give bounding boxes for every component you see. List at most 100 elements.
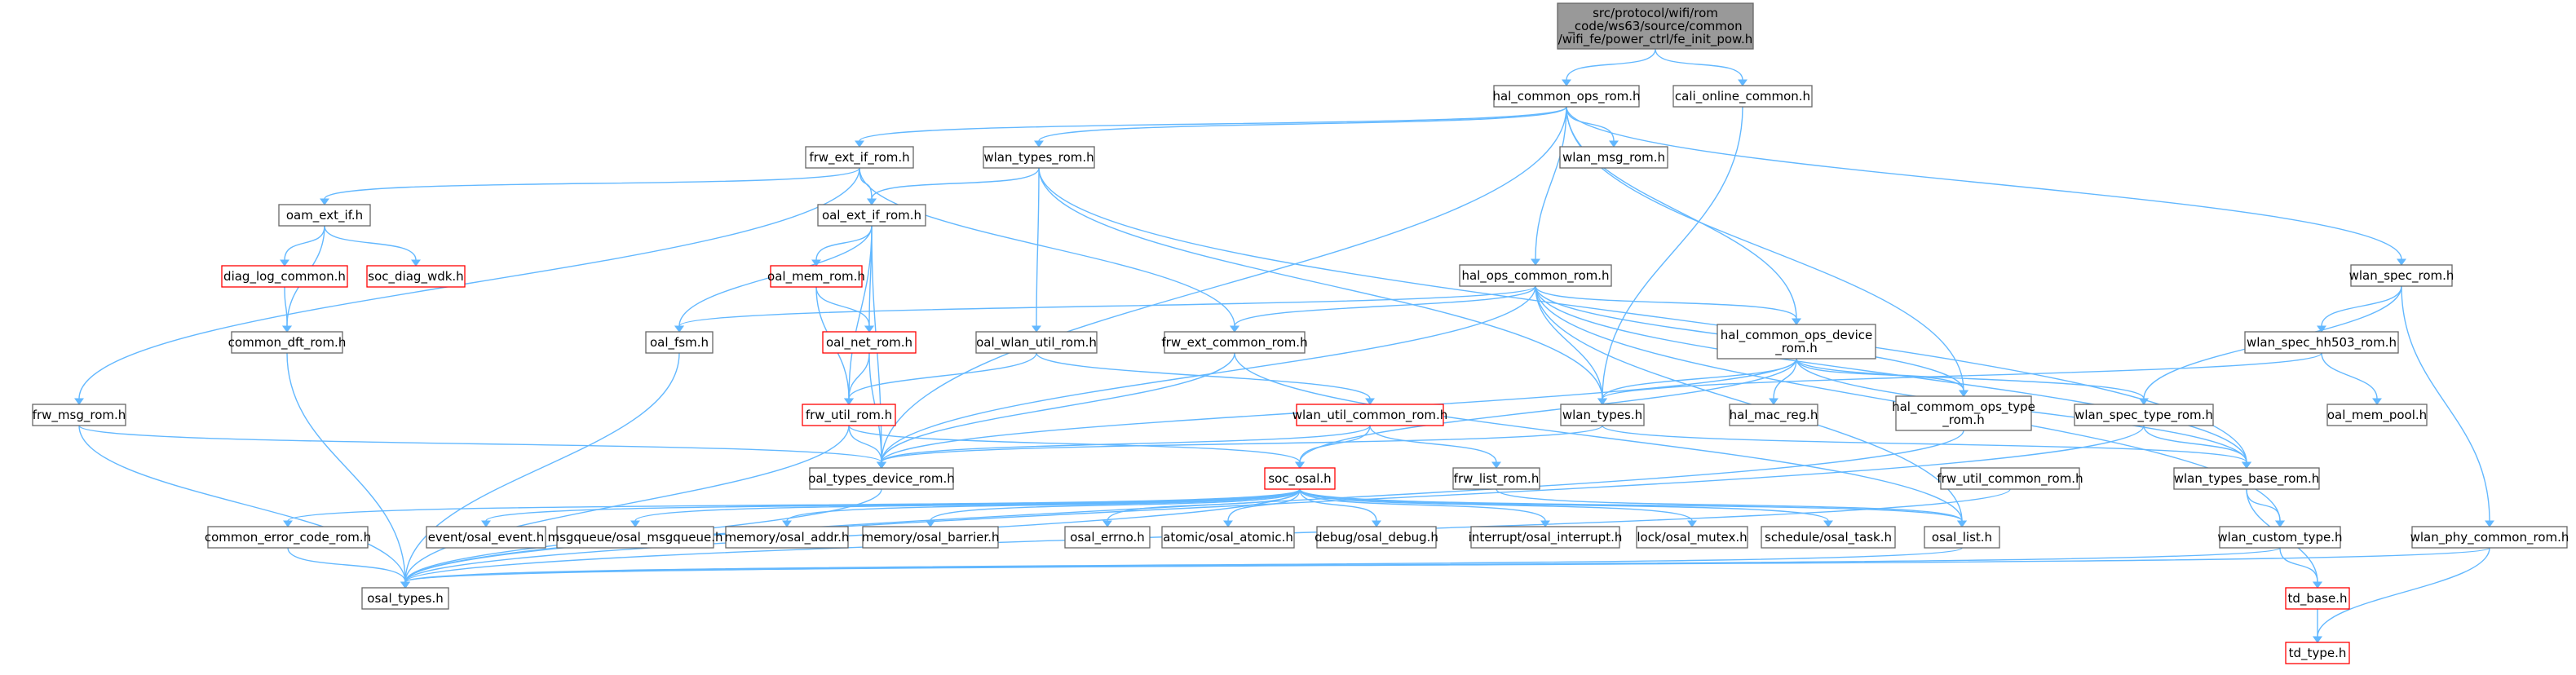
edge-soc-osal-to-osal-atomic [1223, 488, 1301, 527]
node-oam-ext-if[interactable]: oam_ext_if.h [278, 204, 371, 227]
node-box [2219, 526, 2341, 549]
node-label: frw_msg_rom.h [33, 408, 126, 423]
edge-soc-osal-to-osal-mutex [1299, 488, 1697, 527]
node-oal-wlan-util-rom[interactable]: oal_wlan_util_rom.h [975, 331, 1098, 354]
node-hal-mac-reg[interactable]: hal_mac_reg.h [1729, 404, 1818, 426]
node-label: oal_mem_rom.h [767, 269, 865, 285]
node-wlan-phy-common-rom[interactable]: wlan_phy_common_rom.h [2410, 526, 2569, 549]
edge-oam-ext-if-to-diag-log-common [280, 225, 325, 267]
edge-frw-ext-if-rom-to-oam-ext-if [320, 167, 860, 205]
node-osal-task[interactable]: schedule/osal_task.h [1761, 526, 1896, 549]
node-hal-ops-common-rom[interactable]: hal_ops_common_rom.h [1459, 264, 1612, 287]
node-label: interrupt/osal_interrupt.h [1469, 530, 1623, 545]
node-soc-osal[interactable]: soc_osal.h [1264, 467, 1336, 490]
node-osal-debug[interactable]: debug/osal_debug.h [1315, 526, 1438, 549]
edge-hal-ops-common-rom-to-hal-common-ops-device-rom [1535, 285, 1801, 325]
node-wlan-spec-rom[interactable]: wlan_spec_rom.h [2349, 264, 2454, 287]
node-td-type[interactable]: td_type.h [2285, 642, 2350, 664]
edge-oal-wlan-util-rom-to-wlan-util-common-rom [1036, 352, 1375, 405]
node-label: hal_commom_ops_type [1892, 399, 2035, 415]
node-oal-ext-if-rom[interactable]: oal_ext_if_rom.h [817, 204, 926, 227]
node-box [2285, 642, 2350, 664]
node-osal-msgqueue[interactable]: msgqueue/osal_msgqueue.h [547, 526, 723, 549]
node-osal-list[interactable]: osal_list.h [1924, 526, 2000, 549]
node-box [32, 404, 126, 426]
node-frw-util-common-rom[interactable]: frw_util_common_rom.h [1937, 467, 2083, 490]
node-common-dft-rom[interactable]: common_dft_rom.h [228, 331, 347, 354]
node-box [862, 526, 999, 549]
node-osal-mutex[interactable]: lock/osal_mutex.h [1636, 526, 1748, 549]
edge-wlan-spec-rom-to-wlan-phy-common-rom [2401, 285, 2494, 527]
node-box [2285, 587, 2350, 610]
node-wlan-custom-type[interactable]: wlan_custom_type.h [2217, 526, 2343, 549]
edge-wlan-spec-hh503-rom-to-wlan-types [1597, 352, 2322, 405]
node-box [278, 204, 371, 227]
node-wlan-spec-hh503-rom[interactable]: wlan_spec_hh503_rom.h [2244, 331, 2399, 354]
node-label: frw_list_rom.h [1454, 471, 1540, 487]
node-common-error-code-rom[interactable]: common_error_code_rom.h [205, 526, 371, 549]
node-hal-common-ops-device-rom[interactable]: hal_common_ops_device_rom.h [1717, 324, 1876, 360]
node-osal-interrupt[interactable]: interrupt/osal_interrupt.h [1469, 526, 1623, 549]
node-box [1459, 264, 1612, 287]
node-label: cali_online_common.h [1675, 89, 1810, 104]
edge-hal-common-ops-device-rom-to-wlan-spec-type-rom [1796, 358, 2149, 405]
node-soc-diag-wdk[interactable]: soc_diag_wdk.h [366, 265, 466, 288]
node-box [1717, 324, 1876, 360]
edge-wlan-types-rom-to-oal-wlan-util-rom [1032, 167, 1041, 333]
edge-wlan-custom-type-to-td-base [2279, 547, 2322, 589]
nodes-layer: src/protocol/wifi/rom_code/ws63/source/c… [32, 2, 2569, 664]
node-osal-errno[interactable]: osal_errno.h [1064, 526, 1151, 549]
node-wlan-spec-type-rom[interactable]: wlan_spec_type_rom.h [2074, 404, 2214, 426]
node-frw-util-rom[interactable]: frw_util_rom.h [802, 404, 896, 426]
node-osal-atomic[interactable]: atomic/osal_atomic.h [1161, 526, 1295, 549]
node-box [1559, 146, 1668, 169]
node-oal-mem-rom[interactable]: oal_mem_rom.h [767, 265, 865, 288]
node-label: _rom.h [1774, 341, 1817, 356]
node-osal-types[interactable]: osal_types.h [361, 587, 449, 610]
node-oal-mem-pool[interactable]: oal_mem_pool.h [2326, 404, 2428, 426]
node-label: td_type.h [2289, 646, 2347, 661]
node-diag-log-common[interactable]: diag_log_common.h [221, 265, 348, 288]
node-label: memory/osal_barrier.h [862, 530, 1000, 545]
node-frw-ext-if-rom[interactable]: frw_ext_if_rom.h [805, 146, 914, 169]
node-oal-fsm[interactable]: oal_fsm.h [645, 331, 714, 354]
edge-root-to-cali-online-common [1655, 48, 1748, 86]
node-td-base[interactable]: td_base.h [2285, 587, 2350, 610]
node-wlan-types-rom[interactable]: wlan_types_rom.h [983, 146, 1095, 169]
node-box [809, 467, 954, 490]
node-label: msgqueue/osal_msgqueue.h [547, 530, 722, 545]
node-frw-ext-common-rom[interactable]: frw_ext_common_rom.h [1161, 331, 1308, 354]
node-label: frw_util_rom.h [806, 408, 892, 423]
node-box [770, 265, 863, 288]
node-box [1940, 467, 2080, 490]
node-hal-commom-ops-type-rom[interactable]: hal_commom_ops_type_rom.h [1892, 395, 2035, 431]
node-label: memory/osal_addr.h [725, 530, 850, 545]
edge-root-to-hal-common-ops-rom [1562, 48, 1656, 86]
node-box [2074, 404, 2214, 426]
node-box [983, 146, 1095, 169]
node-label: osal_errno.h [1070, 530, 1145, 545]
edge-hal-ops-common-rom-to-wlan-types-base-rom [1535, 285, 2251, 469]
node-frw-msg-rom[interactable]: frw_msg_rom.h [32, 404, 126, 426]
node-cali-online-common[interactable]: cali_online_common.h [1672, 85, 1813, 108]
node-oal-net-rom[interactable]: oal_net_rom.h [822, 331, 917, 354]
node-wlan-types[interactable]: wlan_types.h [1560, 404, 1645, 426]
node-osal-event[interactable]: event/osal_event.h [426, 526, 546, 549]
node-label: wlan_spec_hh503_rom.h [2247, 335, 2397, 351]
node-label: oal_types_device_rom.h [808, 471, 955, 487]
node-box [231, 331, 343, 354]
node-label: wlan_msg_rom.h [1562, 150, 1665, 165]
node-wlan-types-base-rom[interactable]: wlan_types_base_rom.h [2173, 467, 2320, 490]
node-label: debug/osal_debug.h [1315, 530, 1438, 545]
node-osal-addr[interactable]: memory/osal_addr.h [725, 526, 850, 549]
node-hal-common-ops-rom[interactable]: hal_common_ops_rom.h [1492, 85, 1641, 108]
node-label: hal_common_ops_rom.h [1492, 89, 1640, 104]
node-frw-list-rom[interactable]: frw_list_rom.h [1452, 467, 1540, 490]
node-wlan-util-common-rom[interactable]: wlan_util_common_rom.h [1292, 404, 1448, 426]
node-wlan-msg-rom[interactable]: wlan_msg_rom.h [1559, 146, 1668, 169]
node-osal-barrier[interactable]: memory/osal_barrier.h [862, 526, 1000, 549]
node-oal-types-device-rom[interactable]: oal_types_device_rom.h [808, 467, 955, 490]
node-box [802, 404, 896, 426]
node-box [1452, 467, 1540, 490]
edge-soc-osal-to-common-error-code-rom [283, 488, 1301, 527]
